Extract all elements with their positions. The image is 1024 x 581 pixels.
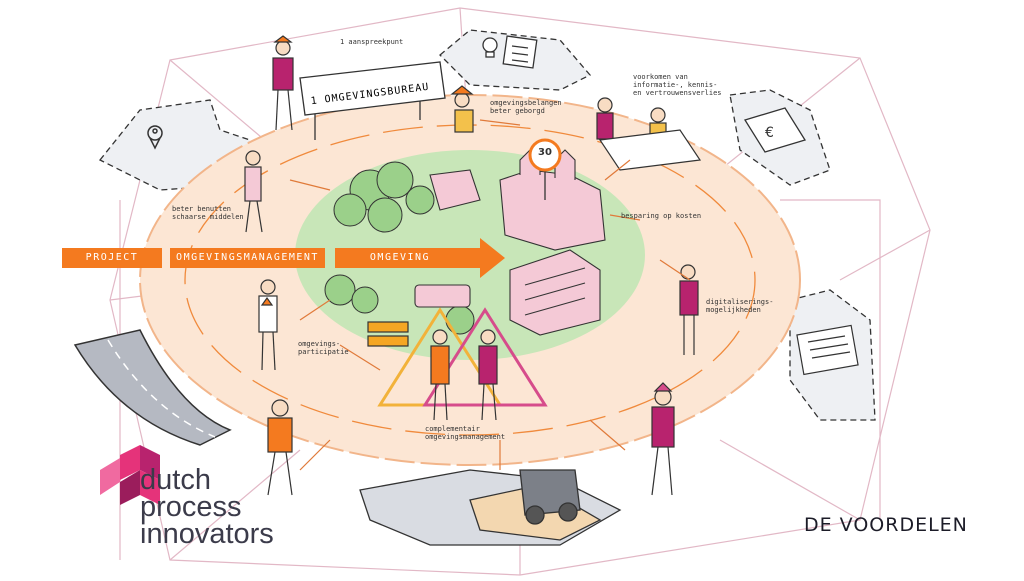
person-complementair-1 [430, 329, 450, 421]
logo-line-3: innovators [140, 518, 274, 550]
location-icon [147, 125, 163, 150]
label-besparing: besparing op kosten [621, 212, 702, 220]
logo-mark [100, 445, 160, 505]
svg-text:€: € [765, 125, 774, 141]
speed-sign-value: 30 [538, 147, 552, 158]
label-voorkomen: voorkomen van informatie-, kennis- en ve… [633, 73, 722, 97]
lightbulb-icon [482, 35, 538, 69]
label-complementair: complementair omgevingsmanagement [425, 425, 506, 441]
label-participatie: omgevings- participatie [298, 340, 349, 356]
person-complementair-2 [478, 329, 498, 421]
warning-triangles [377, 307, 548, 407]
buildings [414, 149, 606, 336]
construction-ground [359, 469, 622, 546]
barrier [367, 321, 409, 347]
connector-arrows [289, 119, 691, 471]
band-project: PROJECT [62, 248, 162, 268]
label-digitalisering: digitaliserings- mogelijkheden [706, 298, 774, 314]
person-desk-1 [596, 97, 614, 140]
label-middelen: beter benutten schaarse middelen [172, 205, 244, 221]
road [73, 329, 232, 446]
person-thumbs-right [651, 382, 675, 496]
label-aanspreekpunt: 1 aanspreekpunt [340, 38, 404, 46]
person-worker-sitting [450, 85, 474, 133]
page-title: DE VOORDELEN [804, 514, 968, 536]
logo-line-2: process [140, 491, 242, 523]
euro-icon: € [743, 107, 807, 153]
person-thumbs-left [267, 399, 293, 496]
label-belangen: omgevingsbelangen beter geborgd [490, 99, 562, 115]
trees [324, 161, 475, 335]
arrow-omgeving [335, 238, 505, 278]
desk [598, 129, 702, 171]
band-omgevingsmanagement: OMGEVINGSMANAGEMENT [170, 248, 325, 268]
person-middelen [244, 150, 263, 233]
signpost [299, 61, 446, 140]
document-icon [796, 324, 859, 376]
person-aanspreekpunt [272, 35, 294, 131]
band-omgeving: OMGEVING [369, 252, 431, 263]
logo-text: dutch process innovators [140, 464, 274, 550]
people [244, 35, 702, 496]
logo-line-1: dutch [140, 464, 211, 496]
speed-sign [528, 138, 562, 200]
person-participatie [258, 279, 278, 371]
